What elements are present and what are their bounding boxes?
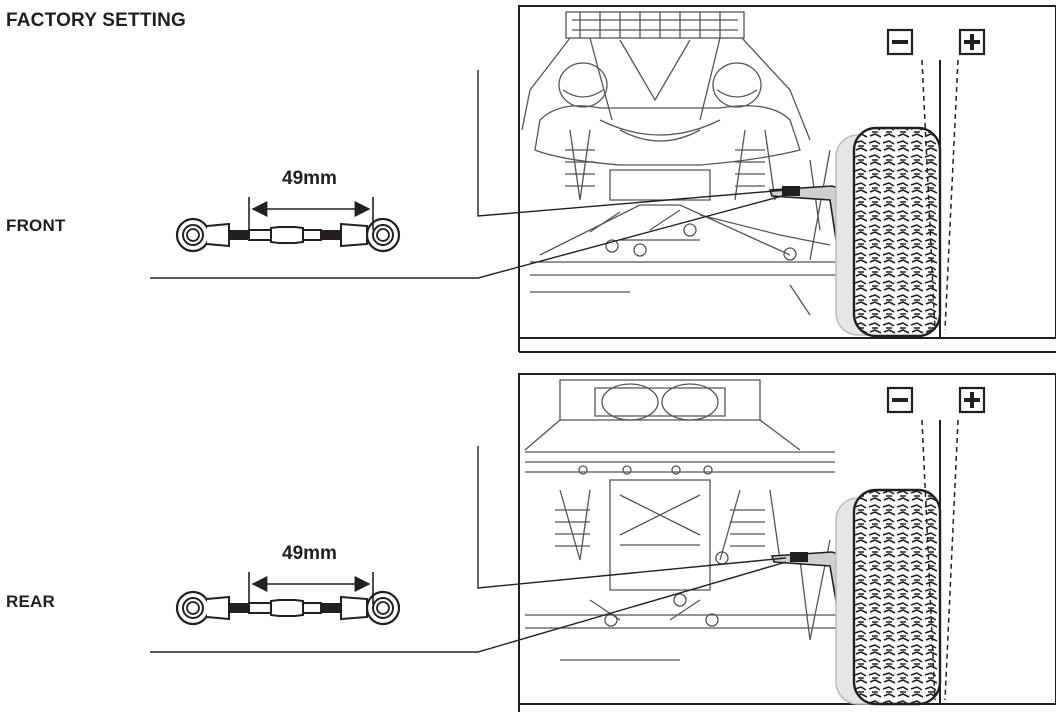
- front-linkage-length: 49mm: [282, 168, 337, 189]
- front-vehicle-illustration: [518, 5, 1056, 353]
- rear-section-label: REAR: [6, 592, 55, 611]
- front-camber-minus-icon: [886, 28, 914, 56]
- front-camber-plus-icon: [958, 28, 986, 56]
- page-title: FACTORY SETTING: [6, 10, 187, 31]
- front-turnbuckle-icon: [175, 217, 401, 253]
- rear-turnbuckle-icon: [175, 590, 401, 626]
- rear-vehicle-illustration: [518, 373, 1056, 712]
- rear-camber-plus-icon: [958, 386, 986, 414]
- rear-linkage-length: 49mm: [282, 543, 337, 564]
- front-section-label: FRONT: [6, 216, 66, 235]
- rear-camber-minus-icon: [886, 386, 914, 414]
